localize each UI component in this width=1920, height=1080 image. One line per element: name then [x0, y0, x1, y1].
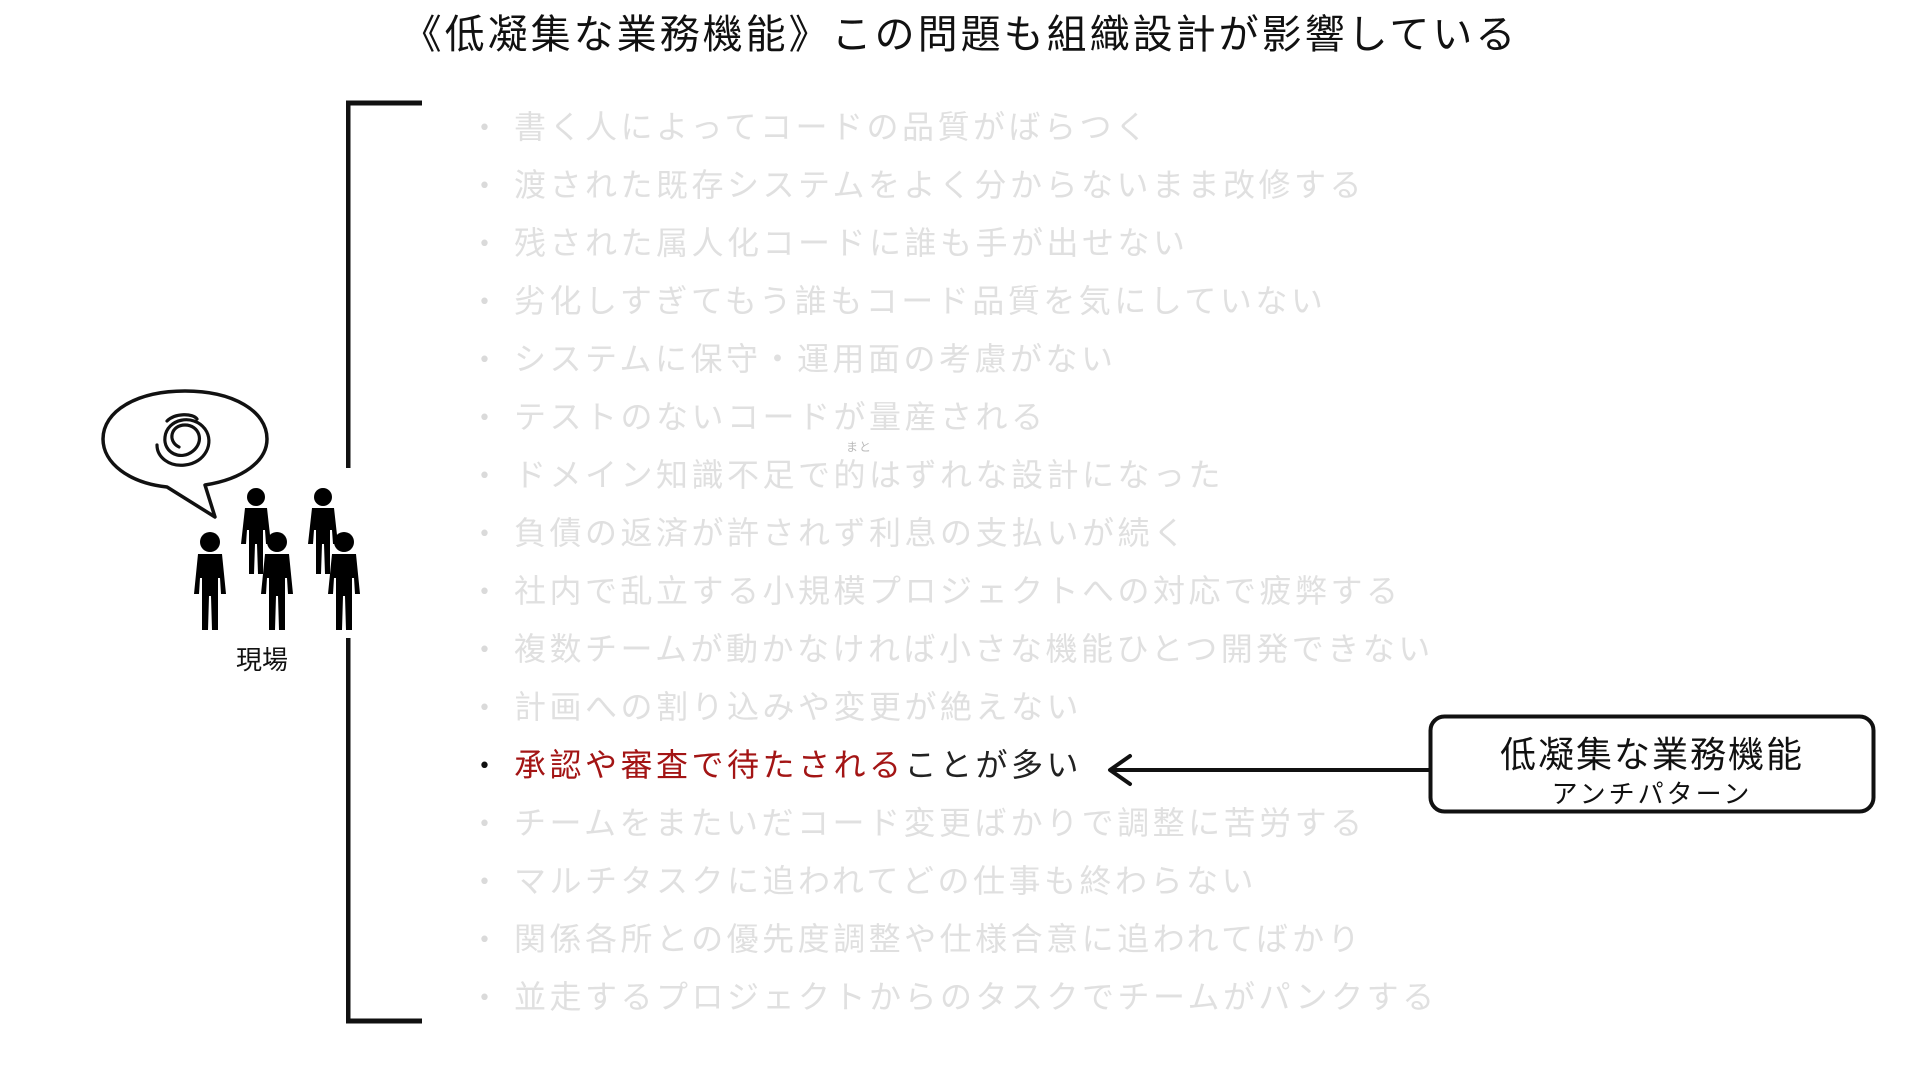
- callout-box: 低凝集な業務機能 アンチパターン: [1428, 714, 1876, 814]
- bullet: •: [478, 754, 495, 779]
- list-item-text: 社内で乱立する小規模プロジェクトへの対応で疲弊する: [514, 572, 1402, 610]
- list-item-text: 関係各所との優先度調整や仕様合意に追われてばかり: [514, 920, 1364, 958]
- bullet: •: [478, 464, 495, 489]
- bullet: •: [478, 812, 495, 837]
- list-item: • 並走するプロジェクトからのタスクでチームがパンクする: [478, 968, 1438, 1026]
- bullet: •: [478, 290, 495, 315]
- list-item-text: チームをまたいだコード変更ばかりで調整に苦労する: [514, 804, 1366, 842]
- list-item: • 渡された既存システムをよく分からないまま改修する: [478, 156, 1438, 214]
- site-label: 現場: [236, 646, 289, 676]
- list-item: • チームをまたいだコード変更ばかりで調整に苦労する: [478, 794, 1438, 852]
- bullet: •: [478, 986, 495, 1011]
- bullet: •: [478, 406, 495, 431]
- bullet: •: [478, 696, 495, 721]
- list-item-text: 計画への割り込みや変更が絶えない: [514, 688, 1083, 726]
- list-item-text: システムに保守・運用面の考慮がない: [514, 340, 1117, 378]
- list-item-highlight: 承認や審査で待たされる: [514, 746, 905, 784]
- list-item: • 書く人によってコードの品質がばらつく: [478, 98, 1438, 156]
- bullet: •: [478, 638, 495, 663]
- list-item: • テストのないコードが量産される: [478, 388, 1438, 446]
- list-item: • システムに保守・運用面の考慮がない: [478, 330, 1438, 388]
- list-item-text: ドメイン知識不足で的はずれな設計になった: [514, 456, 1225, 494]
- bullet: •: [478, 870, 495, 895]
- list-item: • マルチタスクに追われてどの仕事も終わらない: [478, 852, 1438, 910]
- list-item-text: 複数チームが動かなければ小さな機能ひとつ開発できない: [514, 630, 1434, 668]
- list-item: • 残された属人化コードに誰も手が出せない: [478, 214, 1438, 272]
- list-item: • 関係各所との優先度調整や仕様合意に追われてばかり: [478, 910, 1438, 968]
- list-item: • 計画への割り込みや変更が絶えない: [478, 678, 1438, 736]
- speech-bubble-with-swirl-icon: [97, 385, 272, 520]
- list-item-text: 負債の返済が許されず利息の支払いが続く: [514, 514, 1189, 552]
- ruby-annotation: まと: [846, 440, 873, 454]
- problem-list: • 書く人によってコードの品質がばらつく • 渡された既存システムをよく分からないま…: [478, 98, 1438, 1026]
- list-item-text: 残された属人化コードに誰も手が出せない: [514, 224, 1189, 262]
- left-arrow-icon: [1100, 750, 1440, 790]
- list-item: • 負債の返済が許されず利息の支払いが続く: [478, 504, 1438, 562]
- bullet: •: [478, 232, 495, 257]
- list-item: • 劣化しすぎてもう誰もコード品質を気にしていない: [478, 272, 1438, 330]
- bullet: •: [478, 580, 495, 605]
- list-item-text: テストのないコードが量産される: [514, 398, 1047, 436]
- list-item: • 社内で乱立する小規模プロジェクトへの対応で疲弊する: [478, 562, 1438, 620]
- list-item-text: 書く人によってコードの品質がばらつく: [514, 108, 1151, 146]
- callout-subtitle: アンチパターン: [1551, 780, 1753, 810]
- list-item: • 複数チームが動かなければ小さな機能ひとつ開発できない: [478, 620, 1438, 678]
- list-item-text: 並走するプロジェクトからのタスクでチームがパンクする: [514, 978, 1438, 1016]
- list-item-text: ことが多い: [904, 746, 1083, 784]
- list-item: • ドメイン知識不足で的はずれな設計になった: [478, 446, 1438, 504]
- bullet: •: [478, 116, 495, 141]
- bullet: •: [478, 348, 495, 373]
- bullet: •: [478, 522, 495, 547]
- bullet: •: [478, 928, 495, 953]
- list-item-active: • 承認や審査で待たされることが多い: [478, 736, 1438, 794]
- bullet: •: [478, 174, 495, 199]
- list-item-text: マルチタスクに追われてどの仕事も終わらない: [514, 862, 1257, 900]
- callout-title: 低凝集な業務機能: [1499, 735, 1804, 776]
- list-item-text: 渡された既存システムをよく分からないまま改修する: [514, 166, 1366, 204]
- list-item-text: 劣化しすぎてもう誰もコード品質を気にしていない: [514, 282, 1327, 320]
- group-of-people-icon: [188, 488, 368, 633]
- page-title: 《低凝集な業務機能》この問題も組織設計が影響している: [401, 12, 1519, 58]
